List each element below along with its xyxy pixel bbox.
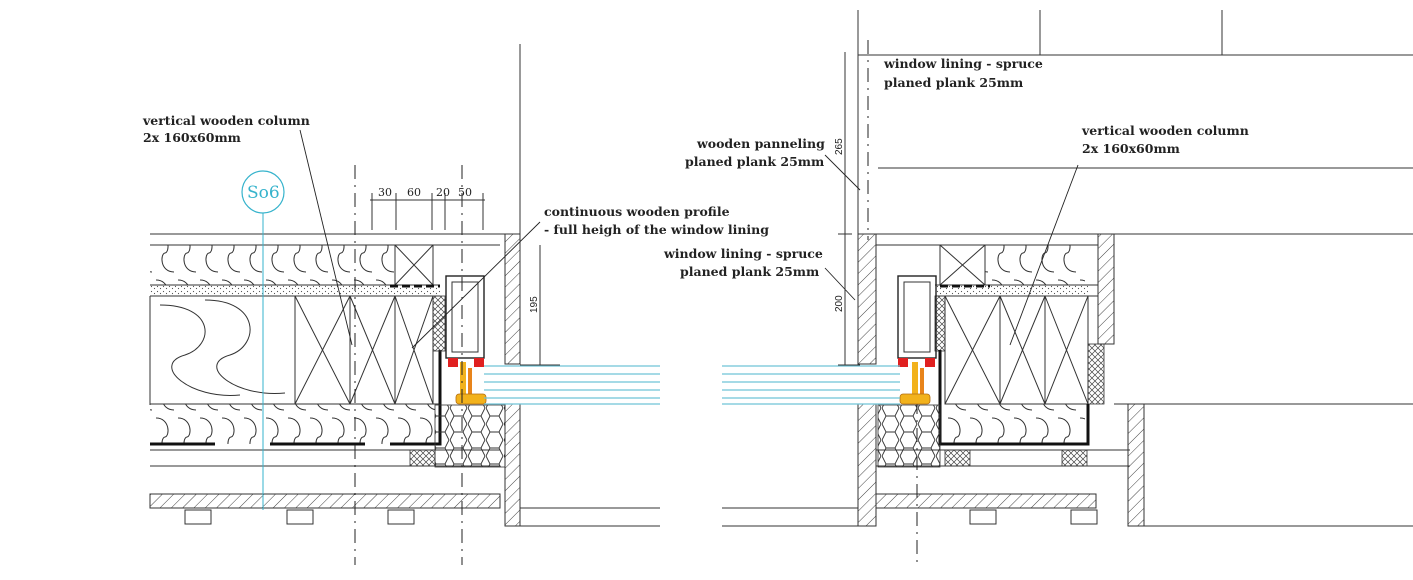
reveal-wall-right: [857, 233, 877, 365]
label-vertical-column-right-2: 2x 160x60mm: [1082, 141, 1180, 156]
label-wooden-panneling-2: planed plank 25mm: [685, 154, 824, 169]
glazing-left: [484, 365, 660, 405]
label-window-lining-center-1: window lining - spruce: [663, 246, 823, 261]
label-vertical-column-left-2: 2x 160x60mm: [143, 130, 241, 145]
dim-50: 50: [458, 186, 472, 199]
section-tag: So6: [247, 183, 280, 203]
label-window-lining-top-2: planed plank 25mm: [884, 75, 1023, 90]
section-tag-circle: [241, 170, 285, 214]
right-detail: 265 200 window lining - spruce planed pl…: [685, 10, 1413, 565]
dim-200: 200: [834, 295, 845, 312]
insulation-hex: [434, 404, 506, 468]
dim-265: 265: [834, 138, 845, 155]
dim-60: 60: [407, 186, 421, 199]
dimension-chain-top: 30 60 20 50: [370, 186, 485, 230]
label-vertical-column-left-1: vertical wooden column: [142, 113, 310, 128]
glazing-right: [722, 365, 900, 405]
wooden-column-right: [944, 295, 1089, 405]
floor-slab: [149, 493, 501, 509]
reveal-wall-left: [504, 233, 521, 365]
label-continuous-profile-2: - full heigh of the window lining: [544, 222, 769, 237]
left-detail: 30 60 20 50 195 So6 vertical wooden colu…: [142, 44, 769, 565]
label-window-lining-top-1: window lining - spruce: [883, 56, 1043, 71]
insulation-layer-top: [150, 245, 395, 285]
label-vertical-column-right-1: vertical wooden column: [1081, 123, 1249, 138]
board-layer: [150, 285, 440, 296]
label-continuous-profile-1: continuous wooden profile: [544, 204, 730, 219]
dim-195: 195: [529, 296, 540, 313]
dim-30: 30: [378, 186, 392, 199]
label-window-lining-center-2: planed plank 25mm: [680, 264, 819, 279]
window-frame-left: [445, 275, 487, 405]
window-frame-right: [897, 275, 937, 405]
insulation-core: [149, 296, 286, 405]
label-wooden-panneling-1: wooden panneling: [696, 136, 825, 151]
insulation-layer-bottom: [150, 404, 435, 444]
dim-20: 20: [436, 186, 450, 199]
